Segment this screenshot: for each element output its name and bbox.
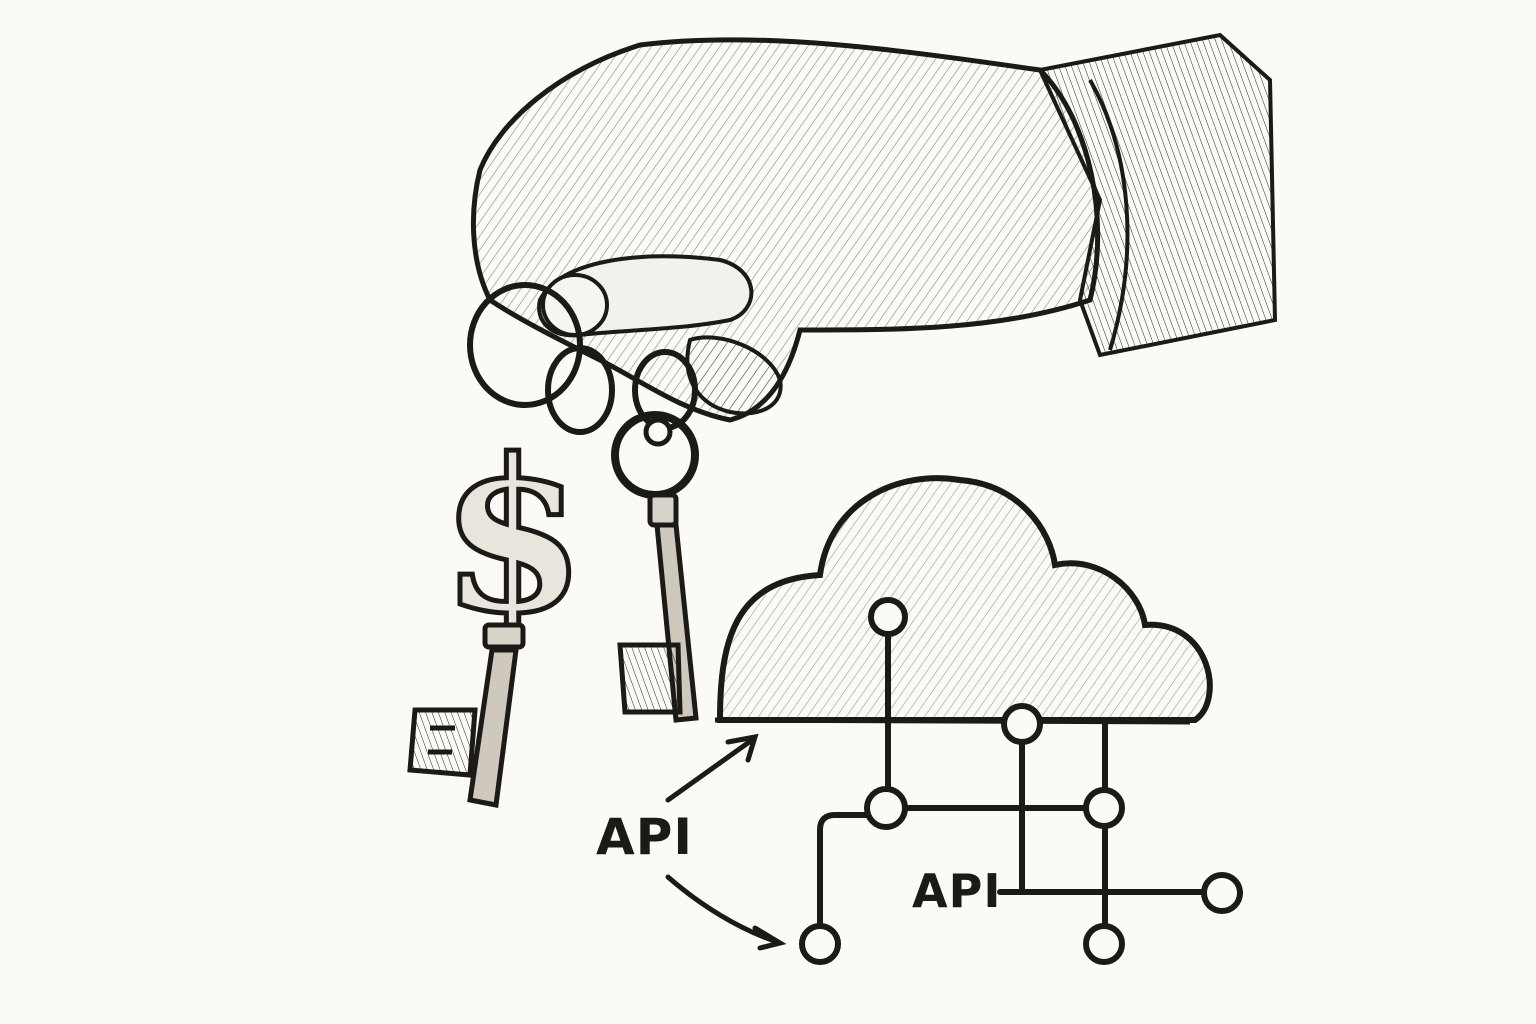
api-label-left: API — [596, 808, 693, 866]
node — [1201, 872, 1243, 914]
node — [1001, 703, 1043, 745]
cloud — [714, 475, 1213, 725]
node — [799, 923, 841, 965]
arrow-down-icon — [665, 874, 787, 951]
node — [864, 786, 908, 830]
arrow-up-icon — [665, 733, 759, 803]
sketched-hand — [470, 37, 1101, 423]
svg-text:$: $ — [440, 413, 586, 660]
key-rings — [467, 282, 698, 435]
arrows — [665, 733, 787, 951]
node — [868, 597, 908, 637]
node — [1083, 787, 1125, 829]
dollar-sign-key: $ — [407, 411, 589, 808]
node — [1083, 923, 1125, 965]
network-nodes — [799, 597, 1243, 965]
api-label-right: API — [912, 864, 1002, 918]
node-network — [817, 629, 1206, 943]
skeleton-key — [611, 411, 699, 723]
